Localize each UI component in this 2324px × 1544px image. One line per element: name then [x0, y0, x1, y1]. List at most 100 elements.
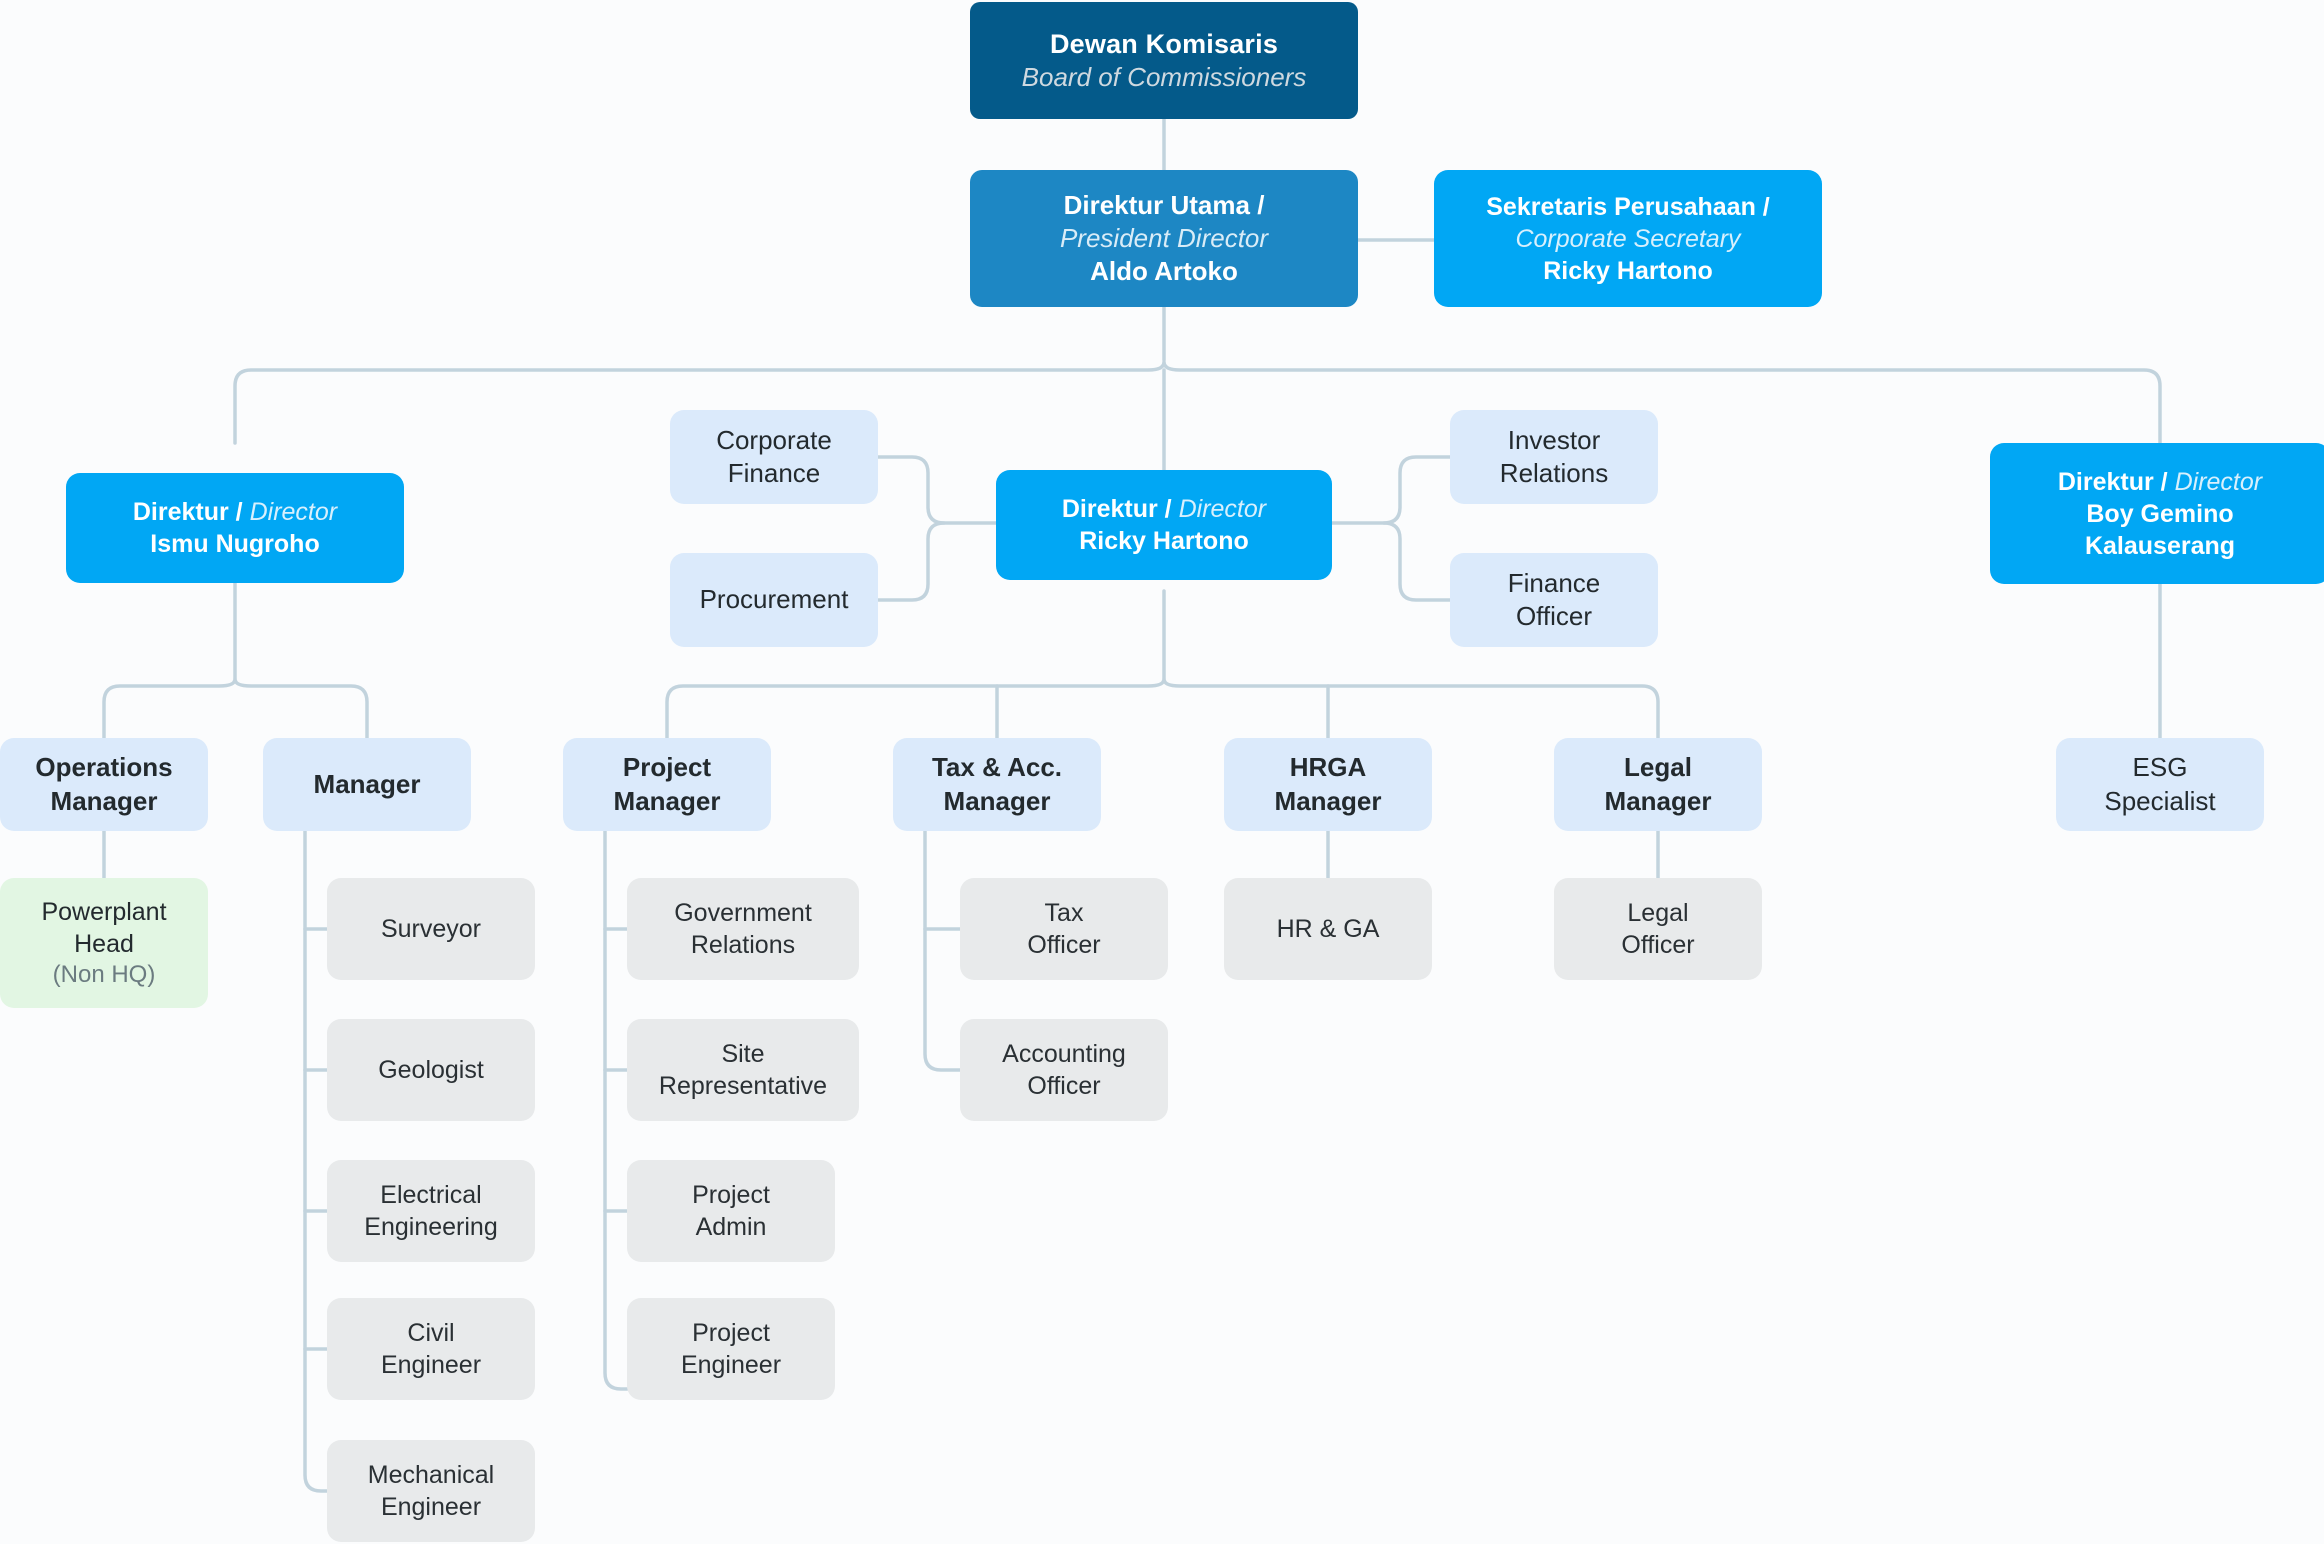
legal-officer-line1: Legal	[1627, 899, 1689, 927]
director-boy-role: Direktur / Director	[2057, 467, 2263, 496]
node-manager[interactable]: Manager	[263, 738, 471, 831]
project-engineer-line2: Engineer	[680, 1351, 782, 1379]
legal-manager-line2: Manager	[1604, 785, 1712, 816]
civil-engineer-line2: Engineer	[380, 1351, 482, 1379]
node-esg-specialist[interactable]: ESG Specialist	[2056, 738, 2264, 831]
powerplant-head-line2: Head	[74, 929, 134, 958]
government-relations-line2: Relations	[690, 931, 796, 959]
node-director-ismu-nugroho[interactable]: Direktur / Director Ismu Nugroho	[66, 473, 404, 583]
node-civil-engineer[interactable]: Civil Engineer	[327, 1298, 535, 1400]
powerplant-head-line1: Powerplant	[41, 897, 167, 926]
board-subtitle: Board of Commissioners	[1021, 62, 1307, 93]
hrga-manager-line1: HRGA	[1289, 752, 1367, 783]
project-admin-line1: Project	[692, 1181, 770, 1209]
node-site-representative[interactable]: Site Representative	[627, 1019, 859, 1121]
node-powerplant-head[interactable]: Powerplant Head (Non HQ)	[0, 878, 208, 1008]
director-boy-person: Boy Gemino	[2086, 499, 2234, 528]
legal-manager-line1: Legal	[1624, 752, 1692, 783]
finance-officer-line1: Finance	[1507, 567, 1601, 598]
node-accounting-officer[interactable]: Accounting Officer	[960, 1019, 1168, 1121]
edge-finance-manager-bus	[665, 677, 1660, 740]
corporate-secretary-title: Sekretaris Perusahaan /	[1486, 192, 1770, 221]
president-director-subtitle: President Director	[1059, 222, 1269, 253]
node-legal-manager[interactable]: Legal Manager	[1554, 738, 1762, 831]
site-representative-line1: Site	[721, 1040, 765, 1068]
director-boy-person-line2: Kalauserang	[2084, 531, 2236, 560]
tax-officer-line1: Tax	[1044, 899, 1084, 927]
hr-and-ga-line1: HR & GA	[1276, 915, 1380, 943]
node-corporate-secretary[interactable]: Sekretaris Perusahaan / Corporate Secret…	[1434, 170, 1822, 307]
tax-officer-line2: Officer	[1027, 931, 1101, 959]
node-finance-officer[interactable]: Finance Officer	[1450, 553, 1658, 647]
manager-line1: Manager	[313, 768, 421, 799]
mechanical-engineer-line2: Engineer	[380, 1493, 482, 1521]
edge-manager-spine	[303, 829, 329, 1493]
corporate-finance-line2: Finance	[727, 458, 821, 488]
powerplant-head-note: (Non HQ)	[52, 960, 156, 988]
operations-manager-line2: Manager	[50, 785, 158, 816]
electrical-engineering-line1: Electrical	[380, 1181, 482, 1209]
node-hrga-manager[interactable]: HRGA Manager	[1224, 738, 1432, 831]
node-investor-relations[interactable]: Investor Relations	[1450, 410, 1658, 504]
corporate-finance-line1: Corporate	[716, 424, 832, 455]
electrical-engineering-line2: Engineering	[364, 1213, 498, 1241]
esg-specialist-line1: ESG	[2132, 752, 2188, 783]
legal-officer-line2: Officer	[1621, 931, 1695, 959]
site-representative-line2: Representative	[658, 1072, 828, 1100]
board-title: Dewan Komisaris	[1049, 28, 1279, 59]
tax-acc-manager-line2: Manager	[943, 785, 1051, 816]
node-legal-officer[interactable]: Legal Officer	[1554, 878, 1762, 980]
corporate-secretary-subtitle: Corporate Secretary	[1515, 224, 1741, 253]
edge-directors-bus	[233, 360, 2162, 445]
node-procurement[interactable]: Procurement	[670, 553, 878, 647]
hrga-manager-line2: Manager	[1274, 785, 1382, 816]
edge-ismu-manager-bus	[102, 677, 369, 740]
tax-acc-manager-line1: Tax & Acc.	[931, 752, 1063, 783]
node-project-admin[interactable]: Project Admin	[627, 1160, 835, 1262]
node-mechanical-engineer[interactable]: Mechanical Engineer	[327, 1440, 535, 1542]
investor-relations-line2: Relations	[1499, 458, 1609, 488]
project-manager-line1: Project	[622, 752, 712, 783]
corporate-secretary-person: Ricky Hartono	[1543, 256, 1713, 285]
director-ismu-person: Ismu Nugroho	[150, 530, 320, 558]
edge-corpfinance-to-director	[876, 455, 998, 525]
project-admin-line2: Admin	[695, 1213, 767, 1241]
node-director-ricky-hartono[interactable]: Direktur / Director Ricky Hartono	[996, 470, 1332, 580]
node-hr-and-ga[interactable]: HR & GA	[1224, 878, 1432, 980]
procurement-line1: Procurement	[699, 584, 849, 615]
project-manager-line2: Manager	[613, 785, 721, 816]
accounting-officer-line2: Officer	[1027, 1072, 1101, 1100]
edge-financeofficer-to-director	[1382, 521, 1452, 602]
director-ricky-role: Direktur / Director	[1061, 495, 1267, 523]
node-board-of-commissioners[interactable]: Dewan Komisaris Board of Commissioners	[970, 2, 1358, 119]
government-relations-line1: Government	[674, 899, 812, 927]
edge-investor-to-director	[1330, 455, 1452, 525]
node-president-director[interactable]: Direktur Utama / President Director Aldo…	[970, 170, 1358, 307]
esg-specialist-line2: Specialist	[2104, 785, 2216, 816]
edge-taxmgr-spine	[923, 829, 962, 1072]
president-director-title: Direktur Utama /	[1063, 189, 1265, 220]
project-engineer-line1: Project	[692, 1319, 770, 1347]
node-operations-manager[interactable]: Operations Manager	[0, 738, 208, 831]
operations-manager-line1: Operations	[35, 752, 173, 783]
edge-procurement-to-director	[876, 521, 946, 602]
civil-engineer-line1: Civil	[407, 1319, 455, 1347]
node-director-boy-gemino[interactable]: Direktur / Director Boy Gemino Kalausera…	[1990, 443, 2324, 584]
geologist-line1: Geologist	[378, 1056, 484, 1084]
node-project-engineer[interactable]: Project Engineer	[627, 1298, 835, 1400]
node-corporate-finance[interactable]: Corporate Finance	[670, 410, 878, 504]
investor-relations-line1: Investor	[1507, 424, 1601, 455]
node-surveyor[interactable]: Surveyor	[327, 878, 535, 980]
president-director-person: Aldo Artoko	[1090, 256, 1238, 287]
node-geologist[interactable]: Geologist	[327, 1019, 535, 1121]
director-ismu-role: Direktur / Director	[132, 498, 338, 526]
node-tax-officer[interactable]: Tax Officer	[960, 878, 1168, 980]
director-ricky-person: Ricky Hartono	[1079, 527, 1249, 555]
node-electrical-engineering[interactable]: Electrical Engineering	[327, 1160, 535, 1262]
mechanical-engineer-line1: Mechanical	[367, 1461, 495, 1489]
node-government-relations[interactable]: Government Relations	[627, 878, 859, 980]
surveyor-line1: Surveyor	[380, 915, 482, 943]
node-tax-acc-manager[interactable]: Tax & Acc. Manager	[893, 738, 1101, 831]
node-project-manager[interactable]: Project Manager	[563, 738, 771, 831]
